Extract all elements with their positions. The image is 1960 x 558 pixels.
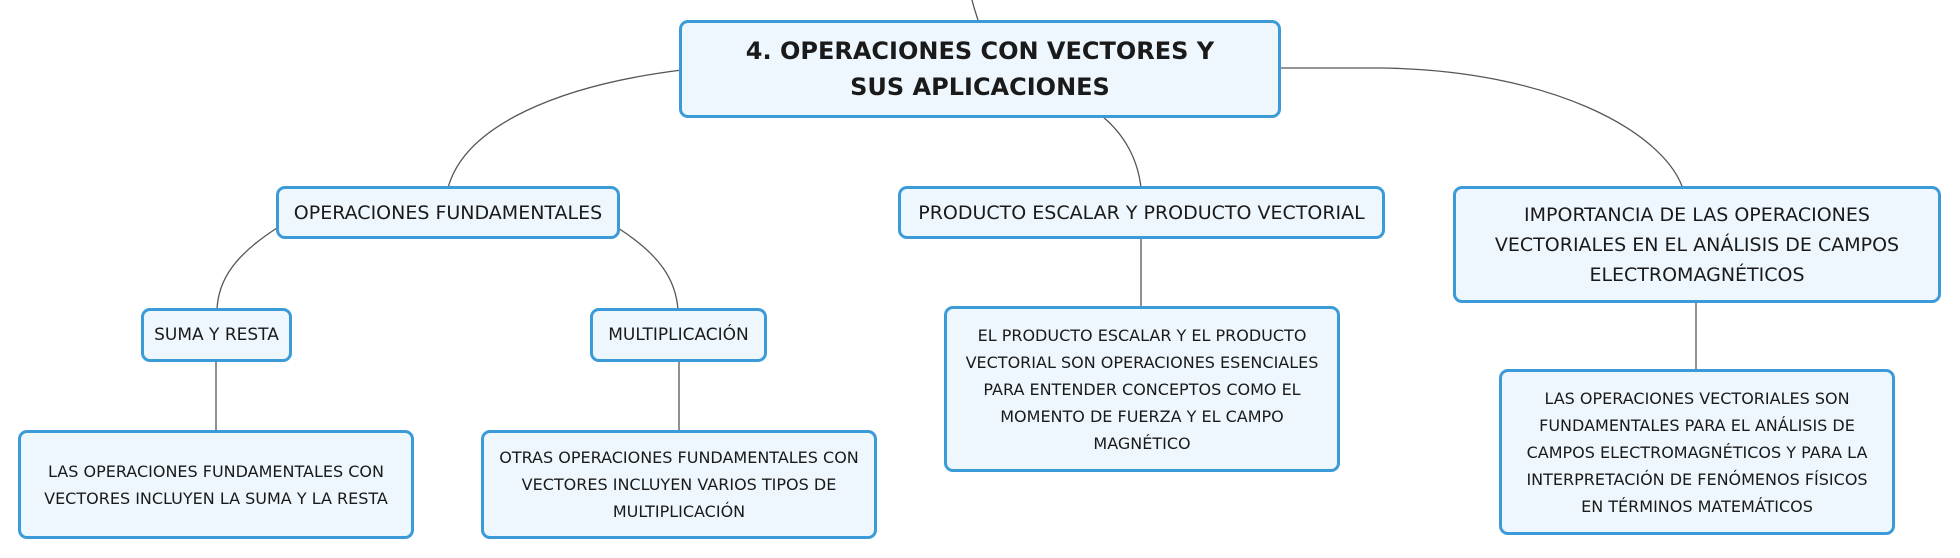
node-label: PRODUCTO ESCALAR Y PRODUCTO VECTORIAL [918,201,1365,224]
detail-suma-resta[interactable]: LAS OPERACIONES FUNDAMENTALES CON VECTOR… [18,430,414,539]
connector-root-producto [1101,115,1142,189]
connector-incoming [971,0,979,21]
root-node[interactable]: 4. OPERACIONES CON VECTORES Y SUS APLICA… [679,20,1281,118]
node-label: IMPORTANCIA DE LAS OPERACIONES VECTORIAL… [1494,203,1900,286]
detail-text: LAS OPERACIONES FUNDAMENTALES CON VECTOR… [44,461,388,508]
node-importancia-operaciones[interactable]: IMPORTANCIA DE LAS OPERACIONES VECTORIAL… [1453,186,1941,303]
detail-multiplicacion[interactable]: OTRAS OPERACIONES FUNDAMENTALES CON VECT… [481,430,877,539]
node-suma-resta[interactable]: SUMA Y RESTA [141,308,292,362]
connector-fundamentales-suma [216,227,278,311]
detail-text: EL PRODUCTO ESCALAR Y EL PRODUCTO VECTOR… [965,325,1319,453]
node-operaciones-fundamentales[interactable]: OPERACIONES FUNDAMENTALES [276,186,620,239]
connector-fundamentales-multiplicacion [617,227,679,311]
node-label: SUMA Y RESTA [154,324,279,345]
root-title: 4. OPERACIONES CON VECTORES Y SUS APLICA… [745,37,1215,101]
node-multiplicacion[interactable]: MULTIPLICACIÓN [590,308,767,362]
detail-text: OTRAS OPERACIONES FUNDAMENTALES CON VECT… [499,448,859,521]
detail-text: LAS OPERACIONES VECTORIALES SON FUNDAMEN… [1526,388,1868,516]
detail-producto[interactable]: EL PRODUCTO ESCALAR Y EL PRODUCTO VECTOR… [944,306,1340,472]
connector-root-fundamentales [447,69,683,189]
node-producto-escalar-vectorial[interactable]: PRODUCTO ESCALAR Y PRODUCTO VECTORIAL [898,186,1385,239]
detail-importancia[interactable]: LAS OPERACIONES VECTORIALES SON FUNDAMEN… [1499,369,1895,535]
connector-root-importancia [1278,67,1683,187]
node-label: OPERACIONES FUNDAMENTALES [293,201,603,224]
node-label: MULTIPLICACIÓN [608,324,749,345]
